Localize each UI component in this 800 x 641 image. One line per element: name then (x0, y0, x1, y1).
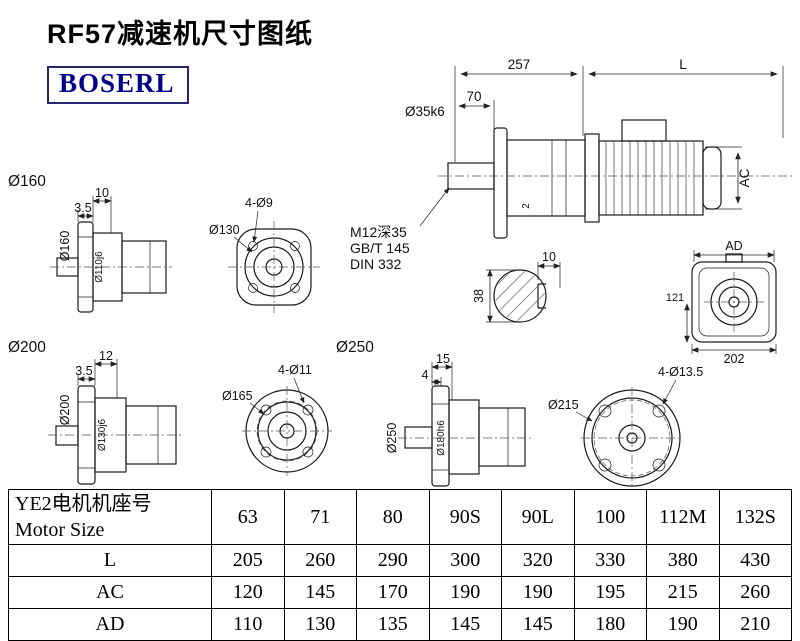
size-cell: 90L (501, 489, 575, 545)
dim-value-cell: 260 (718, 576, 792, 609)
dim-shaft-diameter: Ø35k6 (405, 104, 445, 119)
view-200-label: Ø200 (8, 339, 46, 356)
dim-70: 70 (466, 89, 481, 104)
view-flange-200: Ø200 12 3.5 Ø200 Ø130j6 (8, 339, 184, 485)
size-cell: 90S (428, 489, 502, 545)
view-flange-160: Ø160 10 3.5 Ø160 Ø110j6 (8, 173, 172, 313)
view-250-label: Ø250 (336, 339, 374, 356)
note-din-standard: DIN 332 (350, 256, 402, 272)
dim-d250: Ø250 (385, 423, 399, 454)
dim-d130: Ø130 (209, 223, 240, 237)
dim-d165: Ø165 (222, 389, 253, 403)
size-cell: 132S (718, 489, 792, 545)
dim-d110j6: Ø110j6 (94, 251, 105, 283)
dim-AC: AC (737, 168, 752, 187)
dim-4-holes-13-5: 4-Ø13.5 (658, 365, 703, 379)
dim-value-cell: 300 (428, 544, 502, 577)
dim-d180h6: Ø180h6 (436, 420, 447, 456)
size-cell: 71 (283, 489, 357, 545)
table-header-row: YE2电机机座号 Motor Size 63 71 80 90S 90L 100… (8, 489, 792, 545)
dim-value-cell: 170 (356, 576, 430, 609)
table-row-L: L 205 260 290 300 320 330 380 430 (8, 544, 792, 577)
table-row-AD: AD 110 130 135 145 145 180 190 210 (8, 608, 792, 641)
dim-d130j6: Ø130j6 (97, 418, 108, 451)
dim-2: 2 (521, 203, 532, 209)
dim-value-cell: 320 (501, 544, 575, 577)
dim-value-cell: 190 (428, 576, 502, 609)
boserl-logo: BOSERL (47, 66, 189, 104)
dim-value-cell: 130 (283, 608, 357, 641)
motor-size-header-en: Motor Size (15, 519, 105, 541)
dim-value-cell: 135 (356, 608, 430, 641)
size-cell: 63 (211, 489, 285, 545)
dim-value-cell: 430 (718, 544, 792, 577)
dim-key-10: 10 (542, 250, 556, 264)
dim-4: 4 (422, 368, 429, 382)
motor-rear-view: AD 121 202 (666, 239, 777, 366)
row-label: L (8, 544, 212, 577)
dim-L: L (679, 57, 687, 72)
size-cell: 112M (646, 489, 720, 545)
dim-value-cell: 190 (501, 576, 575, 609)
motor-size-header-cn: YE2电机机座号 (15, 493, 152, 515)
flange-face-130: 4-Ø9 Ø130 (209, 196, 320, 313)
dim-value-cell: 380 (646, 544, 720, 577)
note-tapped-hole: M12深35 (350, 224, 407, 240)
main-assembly-drawing: 257 L 70 Ø35k6 AC 2 M12深35 GB/T 145 DIN … (350, 57, 792, 272)
row-label: AC (8, 576, 212, 609)
dim-value-cell: 145 (428, 608, 502, 641)
dim-15: 15 (436, 352, 450, 366)
dim-value-cell: 110 (211, 608, 285, 641)
dimension-table: YE2电机机座号 Motor Size 63 71 80 90S 90L 100… (8, 489, 792, 641)
technical-drawing: 257 L 70 Ø35k6 AC 2 M12深35 GB/T 145 DIN … (8, 57, 792, 488)
dim-value-cell: 120 (211, 576, 285, 609)
dim-3-5: 3.5 (75, 364, 92, 378)
flange-face-165: Ø250 4-Ø11 Ø165 (222, 339, 374, 476)
view-flange-250: 15 4 Ø250 Ø180h6 (385, 352, 532, 487)
shaft-cross-section: 10 38 (472, 250, 561, 323)
dim-value-cell: 210 (718, 608, 792, 641)
dim-10: 10 (95, 186, 109, 200)
dim-12: 12 (99, 349, 113, 363)
page-title: RF57减速机尺寸图纸 (47, 19, 314, 49)
dim-257: 257 (508, 57, 531, 72)
dim-value-cell: 205 (211, 544, 285, 577)
view-160-label: Ø160 (8, 173, 46, 190)
boserl-logo-text: BOSERL (59, 68, 175, 98)
dim-3-5: 3.5 (74, 201, 91, 215)
dim-value-cell: 145 (501, 608, 575, 641)
dim-4-holes-9: 4-Ø9 (245, 196, 273, 210)
flange-face-215: 4-Ø13.5 Ø215 (548, 365, 703, 488)
motor-size-header-cell: YE2电机机座号 Motor Size (8, 489, 212, 545)
dim-value-cell: 290 (356, 544, 430, 577)
dim-d160: Ø160 (58, 231, 72, 262)
dim-121: 121 (666, 292, 684, 304)
dim-value-cell: 195 (573, 576, 647, 609)
dim-d215: Ø215 (548, 398, 579, 412)
size-cell: 80 (356, 489, 430, 545)
dim-38: 38 (472, 289, 486, 303)
dim-value-cell: 145 (283, 576, 357, 609)
dim-d200: Ø200 (58, 395, 72, 426)
dim-value-cell: 260 (283, 544, 357, 577)
dim-value-cell: 215 (646, 576, 720, 609)
size-cell: 100 (573, 489, 647, 545)
table-row-AC: AC 120 145 170 190 190 195 215 260 (8, 576, 792, 609)
dim-AD: AD (725, 239, 742, 253)
dim-202: 202 (724, 352, 745, 366)
dim-value-cell: 330 (573, 544, 647, 577)
dim-4-holes-11: 4-Ø11 (278, 363, 312, 377)
row-label: AD (8, 608, 212, 641)
dim-value-cell: 190 (646, 608, 720, 641)
dim-value-cell: 180 (573, 608, 647, 641)
note-gbt-standard: GB/T 145 (350, 240, 410, 256)
